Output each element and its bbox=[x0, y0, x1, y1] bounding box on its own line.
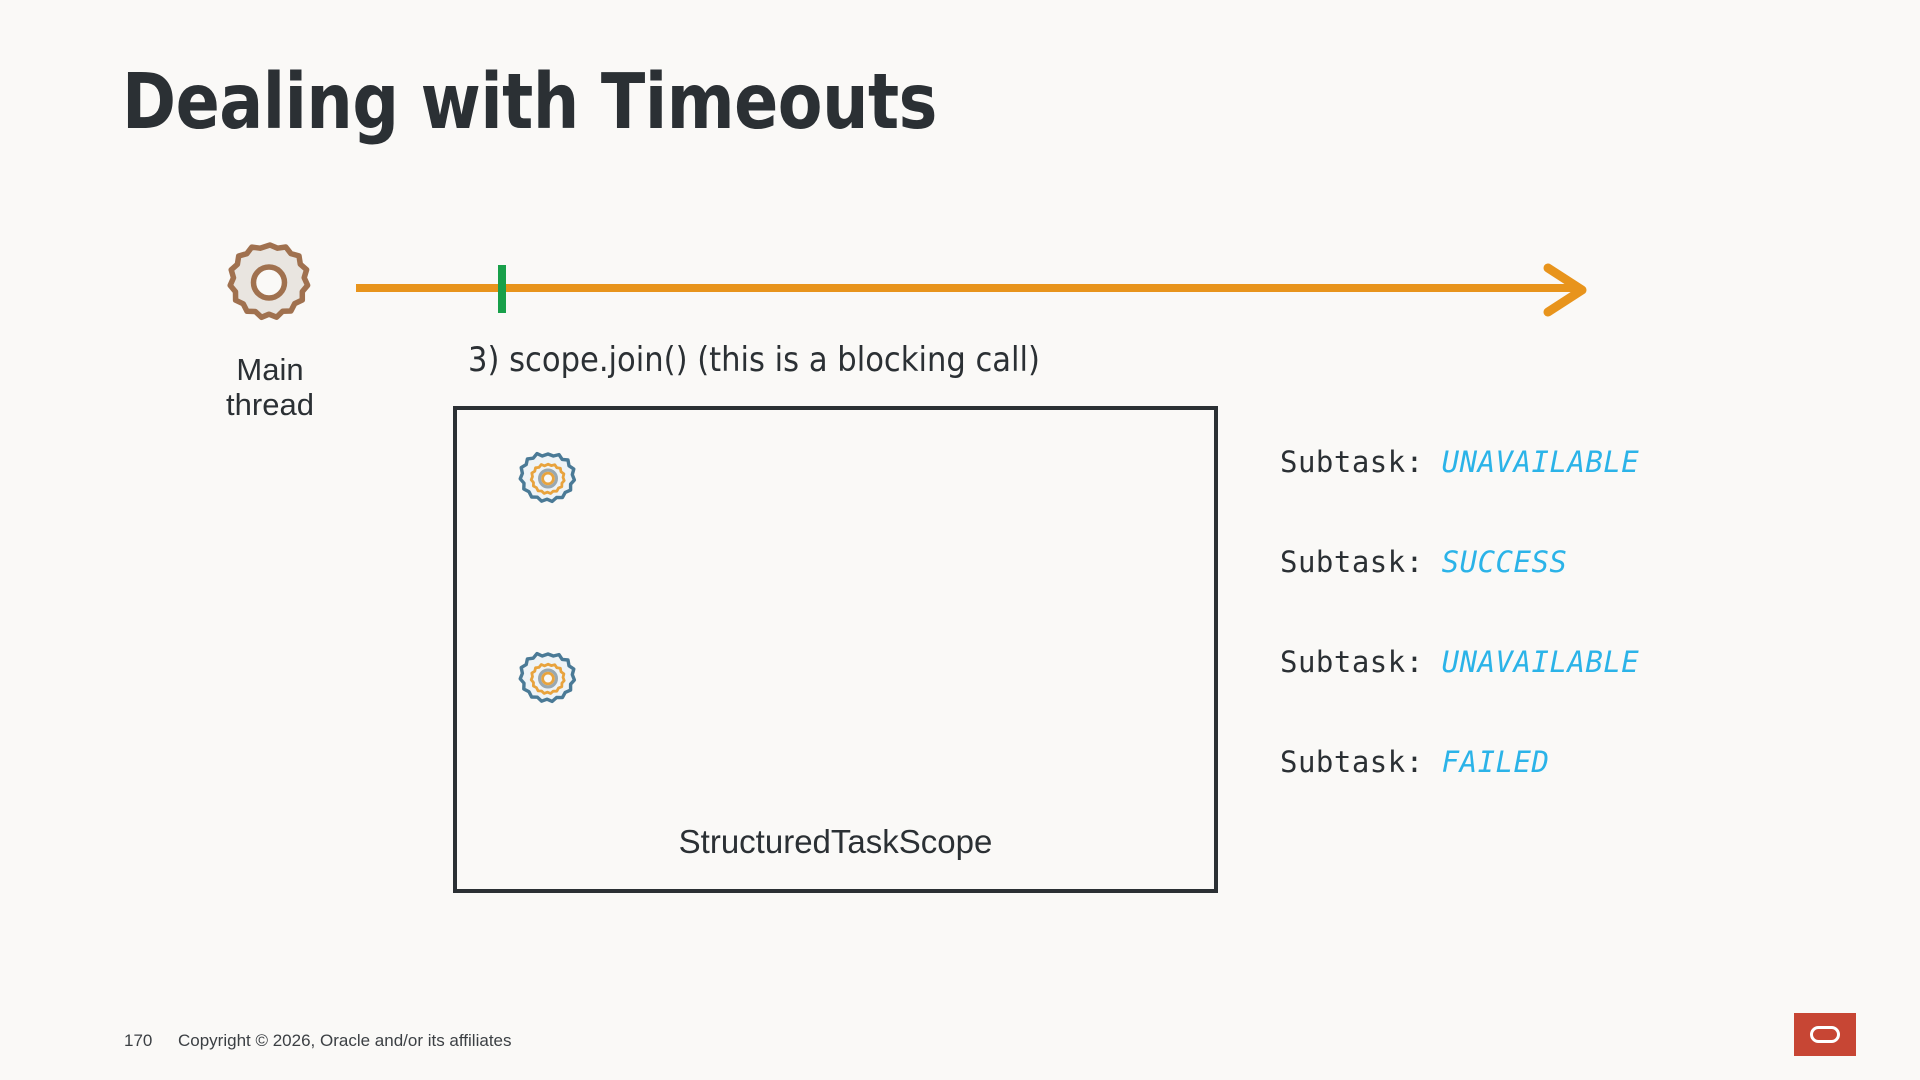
subtask-status-label: Subtask: bbox=[1280, 745, 1424, 779]
scope-box-label: StructuredTaskScope bbox=[678, 823, 993, 860]
oracle-logo bbox=[1794, 1013, 1856, 1056]
page-title: Dealing with Timeouts bbox=[122, 58, 937, 147]
subtask-status-row: Subtask: FAILED bbox=[1280, 745, 1639, 845]
status-badge: UNAVAILABLE bbox=[1441, 445, 1640, 479]
status-badge: UNAVAILABLE bbox=[1441, 645, 1640, 679]
timeline-line bbox=[356, 284, 1578, 292]
subtask-status-row: Subtask: SUCCESS bbox=[1280, 545, 1639, 645]
timeline bbox=[356, 260, 1587, 320]
arrow-right-icon bbox=[1543, 263, 1587, 317]
subtask-status-label: Subtask: bbox=[1280, 545, 1424, 579]
step-caption: 3) scope.join() (this is a blocking call… bbox=[468, 340, 1040, 380]
gear-icon bbox=[518, 451, 577, 504]
main-thread-label: Main thread bbox=[226, 352, 314, 423]
subtask-status-row: Subtask: UNAVAILABLE bbox=[1280, 645, 1639, 745]
footer-page-number: 170 bbox=[124, 1031, 153, 1050]
footer-copyright: Copyright © 2026, Oracle and/or its affi… bbox=[178, 1031, 512, 1050]
gear-icon bbox=[227, 242, 311, 321]
subtask-status-row: Subtask: UNAVAILABLE bbox=[1280, 445, 1639, 545]
gear-icon bbox=[518, 651, 577, 704]
oracle-logo-mark-icon bbox=[1810, 1026, 1840, 1043]
subtask-status-list: Subtask: UNAVAILABLE Subtask: SUCCESS Su… bbox=[1280, 445, 1639, 845]
structured-task-scope-box: StructuredTaskScope bbox=[453, 406, 1218, 893]
subtask-status-label: Subtask: bbox=[1280, 445, 1424, 479]
status-badge: SUCCESS bbox=[1441, 545, 1568, 579]
timeline-tick-marker bbox=[498, 265, 506, 313]
main-thread-group: Main thread bbox=[200, 238, 340, 422]
subtask-status-label: Subtask: bbox=[1280, 645, 1424, 679]
status-badge: FAILED bbox=[1441, 745, 1550, 779]
